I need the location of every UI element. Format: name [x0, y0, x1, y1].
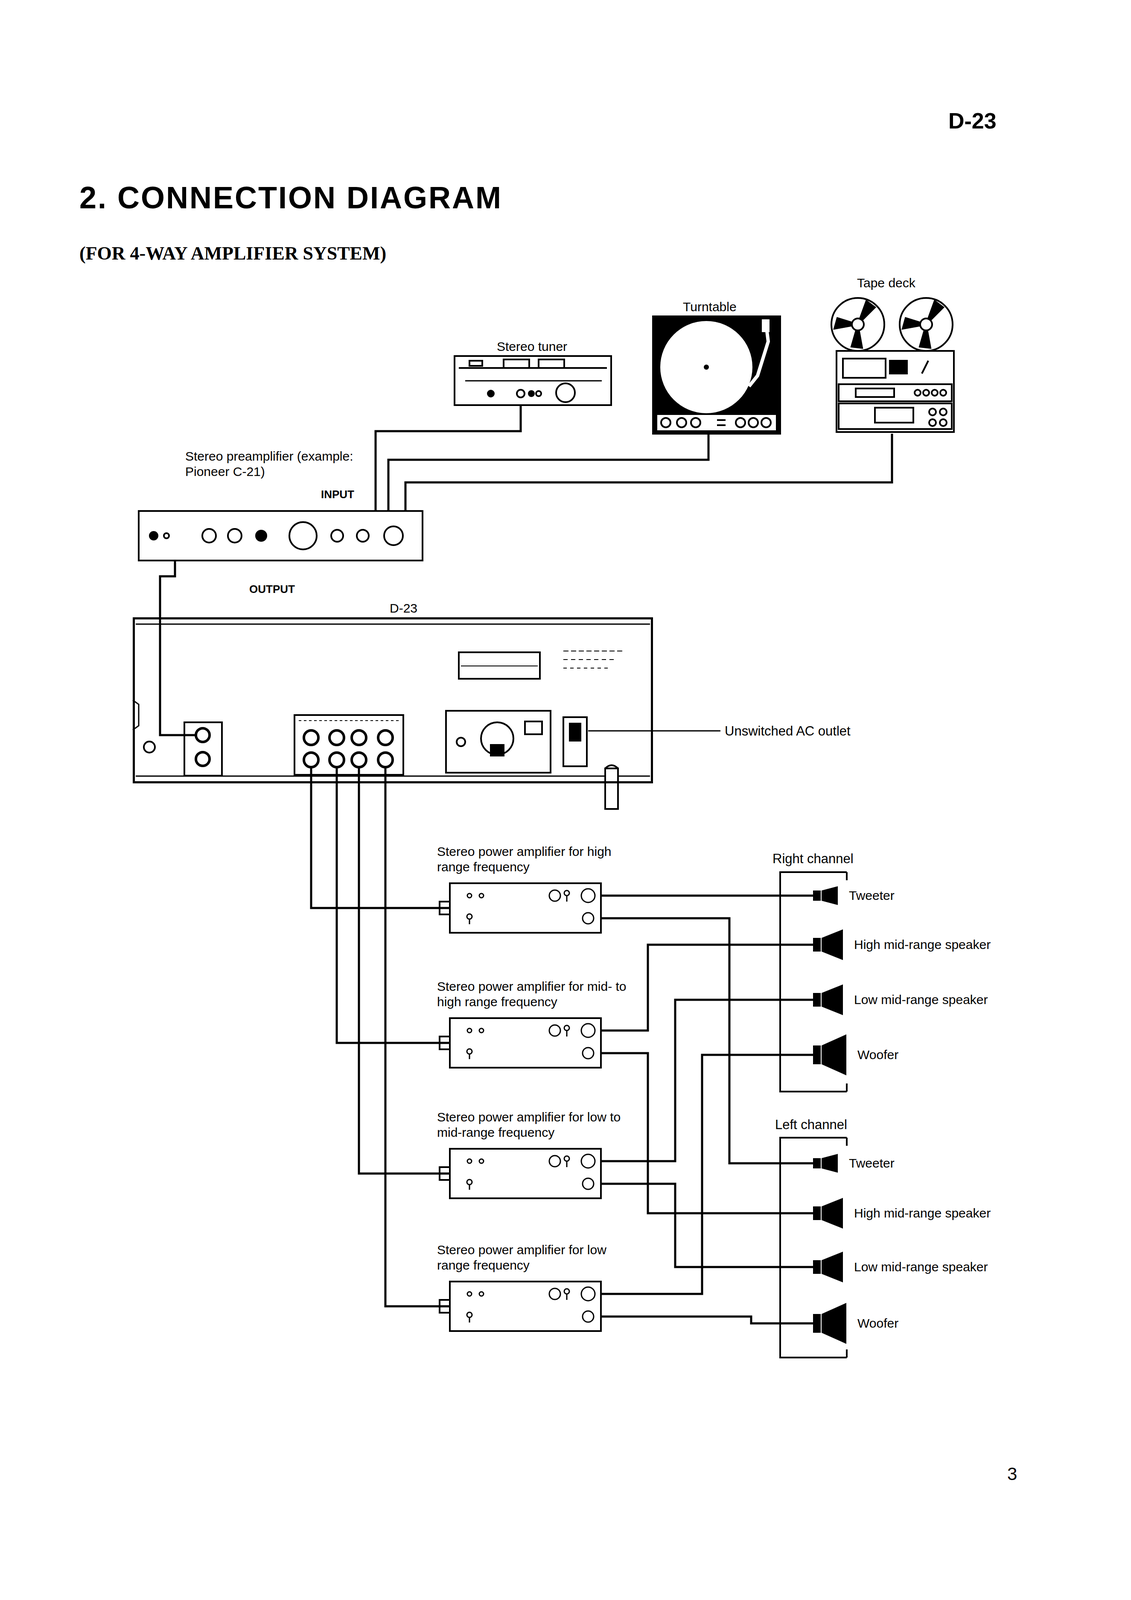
equipment-label: Stereo power amplifier for low to mid-ra…	[437, 1109, 630, 1140]
signal-cable	[601, 1183, 814, 1267]
channel-label: Right channel	[772, 850, 854, 867]
d23-chassis: D-23	[132, 617, 653, 784]
speaker-label: High mid-range speaker	[854, 936, 991, 953]
tuner-illustration	[458, 359, 607, 403]
speaker-label: High mid-range speaker	[854, 1205, 991, 1221]
signal-cable	[601, 894, 814, 897]
speaker: High mid-range speaker	[813, 927, 991, 962]
equipment-label: Tape deck	[856, 275, 916, 291]
signal-cable	[601, 944, 814, 1031]
right-channel-bracket	[780, 871, 847, 1092]
speaker-label: Woofer	[857, 1046, 899, 1063]
signal-cable	[601, 1054, 814, 1294]
signal-cable	[405, 433, 892, 511]
equipment-label: D-23	[389, 600, 418, 616]
power-amp-box: Stereo power amplifier for low to mid-ra…	[448, 1147, 602, 1199]
preamp-box: Stereo preamplifier (example: Pioneer C-…	[137, 510, 424, 562]
turntable-box: Turntable	[652, 316, 781, 434]
equipment-label: Stereo power amplifier for low range fre…	[437, 1241, 630, 1273]
speaker: Woofer	[813, 1032, 899, 1077]
speaker-label: Low mid-range speaker	[854, 1259, 989, 1275]
signal-cable	[160, 561, 175, 618]
equipment-label: Stereo power amplifier for mid- to high …	[437, 978, 630, 1010]
speaker: Tweeter	[813, 1148, 895, 1178]
jack-label: OUTPUT	[249, 582, 295, 596]
power-amp-box: Stereo power amplifier for mid- to high …	[448, 1017, 602, 1069]
subtitle: (FOR 4-WAY AMPLIFIER SYSTEM)	[79, 242, 387, 266]
d23-rear-panel	[132, 617, 721, 809]
amp-details	[439, 888, 595, 1323]
signal-cable	[311, 783, 449, 908]
speaker-label: Low mid-range speaker	[854, 991, 989, 1008]
speaker-symbol	[813, 1195, 844, 1231]
tape-deck-illustration	[831, 297, 954, 432]
power-amp-box: Stereo power amplifier for low range fre…	[448, 1280, 602, 1332]
equipment-label: Stereo preamplifier (example: Pioneer C-…	[185, 448, 356, 480]
equipment-label: Stereo tuner	[496, 338, 568, 355]
signal-cable	[601, 1316, 814, 1324]
tape-deck-box: Tape deck	[831, 290, 960, 434]
speaker: Woofer	[813, 1300, 899, 1346]
turntable-illustration	[652, 316, 781, 434]
speaker-label: Tweeter	[848, 887, 895, 904]
jack-label: INPUT	[320, 487, 355, 502]
signal-cable	[336, 783, 449, 1043]
speaker-symbol	[813, 1300, 848, 1346]
channel-label: Left channel	[775, 1116, 848, 1133]
signal-cable	[601, 1052, 814, 1213]
speaker-symbol	[813, 1148, 839, 1178]
speaker: Tweeter	[813, 880, 895, 911]
preamp-illustration	[149, 521, 403, 550]
signal-cable	[358, 783, 449, 1174]
left-channel-bracket	[780, 1137, 847, 1358]
signal-cable	[375, 405, 521, 511]
callout-label: Unswitched AC outlet	[724, 722, 851, 739]
tuner-box: Stereo tuner	[453, 355, 613, 406]
page-number: 3	[1007, 1463, 1018, 1485]
speaker: Low mid-range speaker	[813, 981, 989, 1018]
speaker-symbol	[813, 927, 844, 962]
equipment-label: Stereo power amplifier for high range fr…	[437, 843, 630, 875]
speaker-label: Tweeter	[848, 1155, 895, 1171]
page-title: 2. CONNECTION DIAGRAM	[79, 179, 503, 216]
speaker-label: Woofer	[857, 1315, 899, 1331]
speaker-symbol	[813, 880, 839, 911]
speaker-symbol	[813, 981, 844, 1018]
speaker-symbol	[813, 1032, 848, 1077]
speaker-symbol	[813, 1248, 844, 1285]
signal-cable	[388, 433, 709, 511]
power-amp-box: Stereo power amplifier for high range fr…	[448, 882, 602, 934]
equipment-label: Turntable	[682, 299, 737, 315]
speaker: High mid-range speaker	[813, 1195, 991, 1231]
speaker: Low mid-range speaker	[813, 1248, 989, 1285]
signal-cable	[601, 999, 814, 1161]
page-header: D-23	[948, 107, 997, 135]
